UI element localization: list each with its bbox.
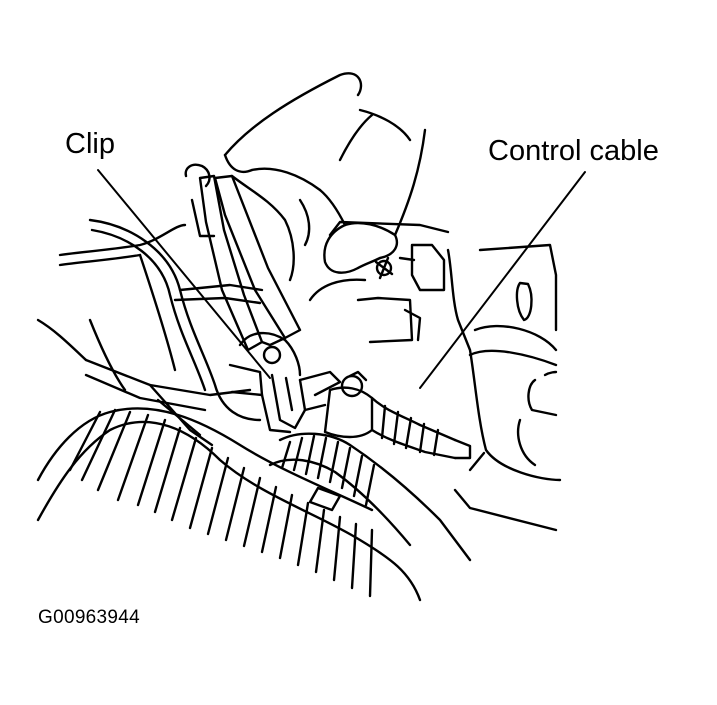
clip-linkage [228, 331, 342, 434]
engine-bracket [308, 220, 450, 344]
clip-leader [97, 169, 271, 379]
control-cable [323, 370, 472, 460]
figure-code: G00963944 [38, 607, 141, 628]
leader-lines [97, 169, 586, 389]
corrugated-hose [36, 407, 422, 602]
left-frame [36, 223, 264, 447]
engine-block [446, 243, 562, 532]
hand [223, 72, 427, 282]
control-cable-leader [419, 171, 586, 389]
intake-hose [268, 432, 472, 562]
clip-label: Clip [65, 128, 115, 160]
curved-line [88, 218, 262, 422]
control-cable-label: Control cable [488, 135, 659, 167]
pliers-tool [184, 163, 302, 352]
